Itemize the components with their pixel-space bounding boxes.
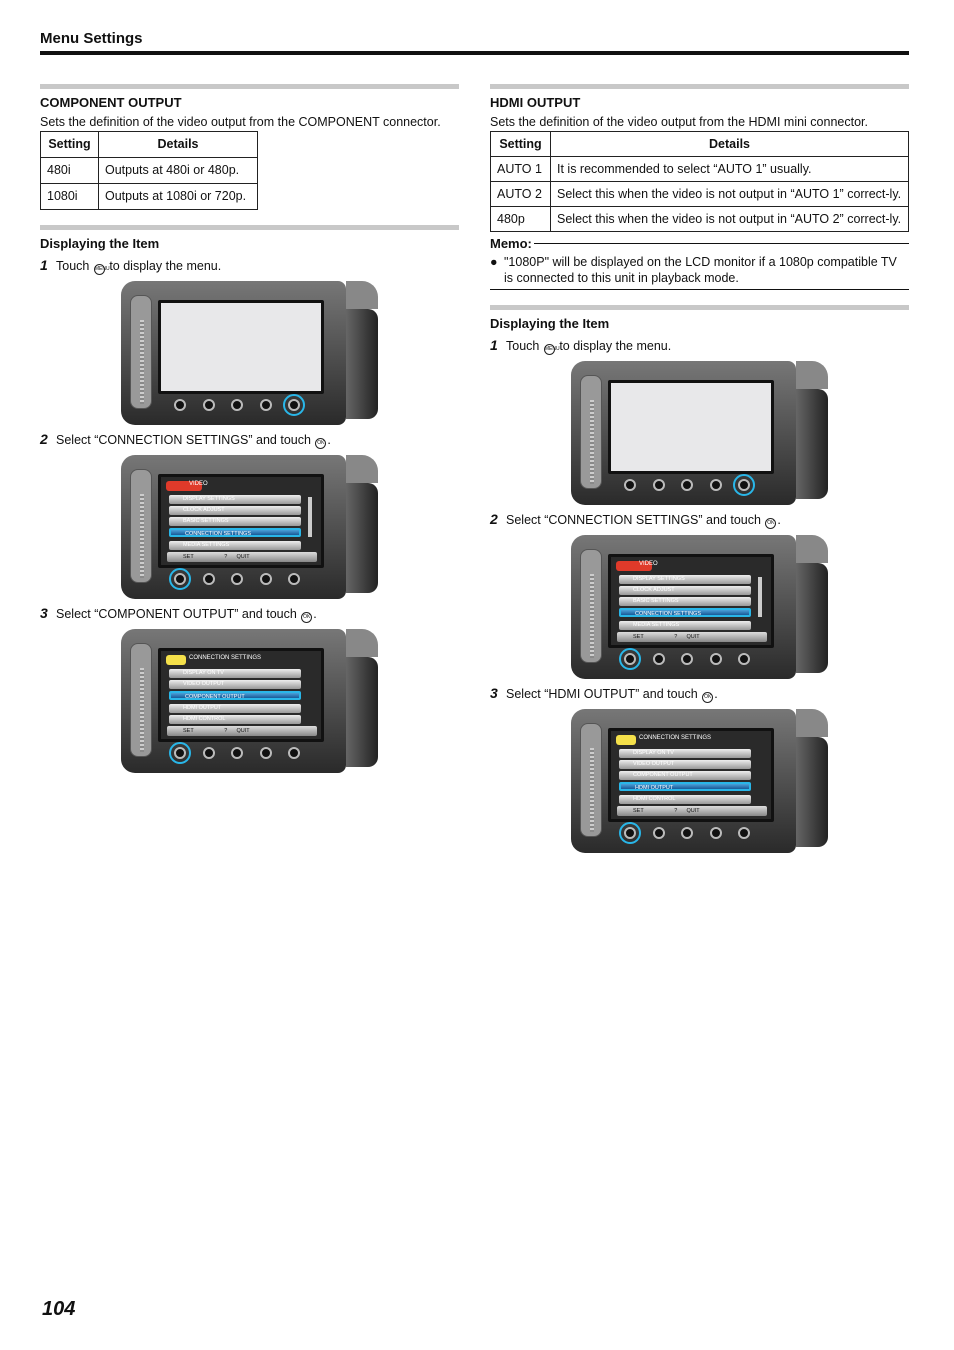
table-cell: Outputs at 480i or 480p. [98,157,258,184]
step-2: 2 Select “CONNECTION SETTINGS” and touch… [490,511,781,529]
section-description: Sets the definition of the video output … [490,115,868,129]
table-cell: 1080i [40,183,99,210]
camera-image-video-menu: VIDEO DISPLAY SETTINGS CLOCK ADJUST BASI… [121,455,378,599]
page-number: 104 [42,1298,76,1320]
table-header: Details [550,131,909,157]
camera-image-video-menu: VIDEO DISPLAY SETTINGS CLOCK ADJUST BASI… [571,535,828,679]
highlight-ring [619,822,641,844]
section-bar [490,84,909,89]
highlight-ring [733,474,755,496]
ok-button-icon: OK [301,612,313,623]
table-cell: It is recommended to select “AUTO 1” usu… [550,156,909,182]
table-header: Details [98,131,258,158]
table-row: 480p Select this when the video is not o… [490,206,909,232]
ok-button-icon [174,399,186,411]
table-header: Setting [490,131,551,157]
lcd-screen [608,380,774,474]
step-1: 1 Touch MENU to display the menu. [490,337,672,355]
table-row: AUTO 1 It is recommended to select “AUTO… [490,156,909,182]
page-header-title: Menu Settings [40,30,143,47]
highlight-ring [619,648,641,670]
highlight-ring [169,742,191,764]
hdmi-output-table: Setting Details AUTO 1 It is recommended… [490,131,909,232]
step-3: 3 Select “HDMI OUTPUT” and touch OK. [490,685,718,703]
memo-rule [490,289,909,290]
table-row: 1080i Outputs at 1080i or 720p. [40,183,258,210]
table-cell: Select this when the video is not output… [550,181,909,207]
section-title: COMPONENT OUTPUT [40,95,182,110]
table-cell: Select this when the video is not output… [550,206,909,232]
table-cell: AUTO 2 [490,181,551,207]
step-1: 1 Touch MENU to display the menu. [40,257,222,275]
camera-image-connection-menu: CONNECTION SETTINGS DISPLAY ON TV VIDEO … [571,709,828,853]
memo-item: ● "1080P" will be displayed on the LCD m… [490,255,897,285]
lcd-screen: CONNECTION SETTINGS DISPLAY ON TV VIDEO … [608,728,774,822]
table-cell: AUTO 1 [490,156,551,182]
step-3: 3 Select “COMPONENT OUTPUT” and touch OK… [40,605,317,623]
section-title: HDMI OUTPUT [490,95,581,110]
lcd-screen: VIDEO DISPLAY SETTINGS CLOCK ADJUST BASI… [608,554,774,648]
ok-button-icon: OK [702,692,714,703]
memo-heading: Memo: [490,236,909,251]
menu-button-icon: MENU [543,344,560,355]
table-row: 480i Outputs at 480i or 480p. [40,157,258,184]
ok-button-icon: OK [765,518,777,529]
step-2: 2 Select “CONNECTION SETTINGS” and touch… [40,431,331,449]
table-cell: 480p [490,206,551,232]
right-column: HDMI OUTPUT Sets the definition of the v… [490,84,909,853]
component-output-table: Setting Details 480i Outputs at 480i or … [40,131,258,210]
section-bar [40,225,459,230]
table-cell: Outputs at 1080i or 720p. [98,183,258,210]
section-bar [490,305,909,310]
camera-image-blank [121,281,378,425]
highlight-ring [283,394,305,416]
ok-button-icon: OK [315,438,327,449]
section-description: Sets the definition of the video output … [40,115,441,129]
highlight-ring [169,568,191,590]
section-bar [40,84,459,89]
lcd-screen: VIDEO DISPLAY SETTINGS CLOCK ADJUST BASI… [158,474,324,568]
table-row: AUTO 2 Select this when the video is not… [490,181,909,207]
lcd-screen: CONNECTION SETTINGS DISPLAY ON TV VIDEO … [158,648,324,742]
lcd-screen [158,300,324,394]
camera-image-blank [571,361,828,505]
table-cell: 480i [40,157,99,184]
header-rule [40,51,909,55]
camera-image-connection-menu: CONNECTION SETTINGS DISPLAY ON TV VIDEO … [121,629,378,773]
left-column: COMPONENT OUTPUT Sets the definition of … [40,84,459,773]
display-title: Displaying the Item [490,316,610,331]
bullet-icon: ● [490,255,498,269]
menu-button-icon: MENU [93,264,110,275]
display-title: Displaying the Item [40,236,160,251]
table-header: Setting [40,131,99,158]
